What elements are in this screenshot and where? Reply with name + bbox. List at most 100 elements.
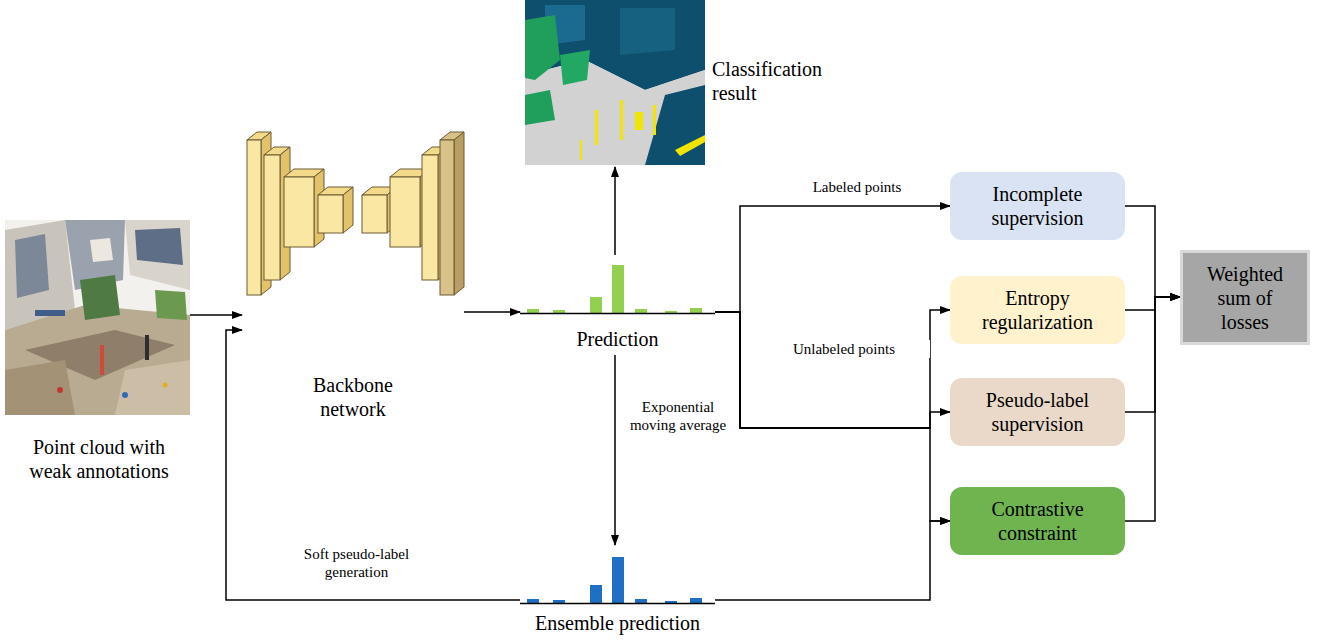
connector-arrow <box>1125 297 1180 412</box>
illustration-part <box>527 309 539 313</box>
connector-arrow <box>1125 206 1180 297</box>
point-cloud-illustration <box>5 220 190 415</box>
illustration-part <box>653 105 656 135</box>
illustration-part <box>553 310 565 313</box>
connector-arrow <box>715 206 950 312</box>
result-node: Classification result <box>522 2 832 167</box>
illustration-part <box>612 265 624 313</box>
illustration-part <box>560 50 590 85</box>
illustration-part <box>665 601 677 603</box>
node-text: Incomplete supervision <box>960 182 1115 230</box>
illustration-part <box>284 177 314 247</box>
node-text: Ensemble prediction <box>520 611 715 635</box>
node-text: Weighted sum of losses <box>1193 262 1297 334</box>
network-node: Backbone network <box>242 115 464 425</box>
illustration-part <box>553 600 565 603</box>
illustration-part <box>527 265 702 313</box>
connector-arrow <box>715 312 950 521</box>
backbone-illustration <box>242 115 466 315</box>
illustration-part <box>520 313 715 315</box>
illustration-part <box>145 335 149 360</box>
edge-label: Labeled points <box>770 178 944 196</box>
illustration-part <box>5 305 190 415</box>
prediction-bars <box>520 255 715 317</box>
illustration-part <box>247 132 464 295</box>
connector-arrow <box>715 312 950 428</box>
illustration-part <box>80 275 120 320</box>
connector-arrow <box>614 167 616 255</box>
image-node: Point cloud with weak annotations <box>8 215 190 505</box>
illustration-part <box>645 85 705 165</box>
illustration-part <box>590 297 602 313</box>
illustration-part <box>318 195 343 233</box>
illustration-part <box>5 360 75 415</box>
connector-arrow <box>1125 297 1180 310</box>
illustration-part <box>422 155 438 280</box>
loss-box: Pseudo-label supervision <box>950 378 1125 446</box>
ensemble-node: Ensemble prediction <box>520 545 715 640</box>
ensemble-bars <box>520 545 715 607</box>
prediction-node: Prediction <box>520 255 715 355</box>
illustration-part <box>35 310 65 316</box>
connector-arrow <box>614 355 616 545</box>
illustration-part <box>612 557 624 603</box>
illustration-part <box>525 15 560 80</box>
node-text: Contrastive constraint <box>960 497 1115 545</box>
illustration-part <box>675 135 705 156</box>
loss-box: Contrastive constraint <box>950 487 1125 555</box>
illustration-part <box>525 0 705 165</box>
illustration-part <box>135 228 183 265</box>
connector-arrow <box>1125 297 1180 521</box>
illustration-part <box>520 603 715 605</box>
illustration-part <box>690 308 702 313</box>
illustration-part <box>590 585 602 603</box>
illustration-part <box>525 60 705 165</box>
illustration-part <box>57 387 63 393</box>
illustration-part <box>580 140 582 160</box>
illustration-part <box>115 360 190 415</box>
illustration-part <box>620 100 623 140</box>
classification-illustration <box>525 0 705 165</box>
node-text: Entropy regularization <box>960 286 1115 334</box>
node-text: Classification result <box>712 57 832 105</box>
connector-arrow <box>715 521 950 600</box>
illustration-part <box>440 140 454 295</box>
edge-label: Soft pseudo-label generation <box>292 545 421 581</box>
illustration-part <box>125 220 190 290</box>
illustration-part <box>454 132 464 295</box>
connector-arrow <box>190 314 242 316</box>
illustration-part <box>635 309 647 313</box>
connector-arrow <box>715 310 950 428</box>
illustration-part <box>390 177 420 247</box>
illustration-part <box>595 110 598 145</box>
illustration-part <box>635 112 643 130</box>
node-text: Backbone network <box>293 373 413 421</box>
edge-label: Exponential moving average <box>626 398 730 434</box>
node-text: Point cloud with weak annotations <box>13 435 185 483</box>
illustration-part <box>264 155 280 280</box>
illustration-part <box>122 392 128 398</box>
connector-arrow <box>464 311 520 313</box>
edge-label: Unlabeled points <box>758 340 930 358</box>
loss-box: Entropy regularization <box>950 276 1125 344</box>
illustration-part <box>665 311 677 313</box>
illustration-part <box>635 599 647 603</box>
illustration-part <box>100 345 104 375</box>
connector-arrow <box>226 330 520 600</box>
illustration-part <box>527 599 539 603</box>
sum-box: Weighted sum of losses <box>1180 250 1310 345</box>
illustration-part <box>155 290 187 320</box>
illustration-part <box>15 234 49 298</box>
illustration-part <box>690 598 702 603</box>
node-text: Prediction <box>520 327 715 351</box>
loss-box: Incomplete supervision <box>950 172 1125 240</box>
illustration-part <box>90 238 113 262</box>
illustration-part <box>527 557 702 603</box>
illustration-part <box>620 8 675 55</box>
illustration-part <box>525 90 555 125</box>
node-text: Pseudo-label supervision <box>960 388 1115 436</box>
illustration-part <box>163 383 168 388</box>
illustration-part <box>362 195 387 233</box>
illustration-part <box>343 187 353 233</box>
